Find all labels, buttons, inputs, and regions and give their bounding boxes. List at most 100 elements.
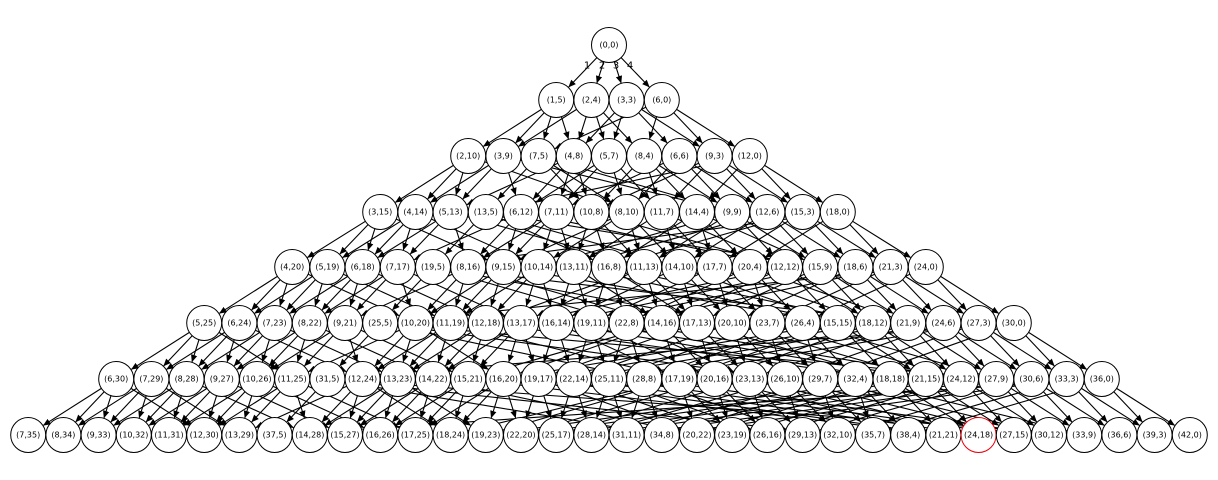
edge-arrow: [781, 220, 841, 258]
edge-arrow: [394, 387, 454, 426]
edge-arrow: [1010, 387, 1070, 426]
tree-node: (15,15): [819, 305, 856, 341]
tree-node: (12,30): [186, 417, 223, 453]
edge-arrow: [631, 339, 640, 363]
node-label: (10,26): [242, 375, 271, 384]
node-label: (15,21): [454, 375, 483, 384]
edge-arrow: [1045, 387, 1105, 426]
edge-arrow: [553, 220, 613, 258]
tree-node: (13,17): [503, 305, 539, 341]
edge-arrow: [394, 164, 454, 203]
tree-node: (19,11): [573, 305, 610, 341]
node-label: (19,11): [577, 319, 606, 328]
edge-arrow: [532, 168, 563, 200]
node-label: (7,29): [139, 375, 163, 384]
tree-node: (9,15): [485, 249, 522, 285]
edge-arrow: [502, 159, 733, 210]
edge-arrow: [673, 168, 703, 200]
tree-node: (4,20): [274, 249, 311, 285]
edge-arrow: [508, 395, 517, 419]
tree-node: (11,13): [626, 249, 663, 285]
tree-node: (8,28): [168, 361, 205, 397]
node-circle: [643, 82, 680, 118]
node-circle: [1083, 361, 1120, 397]
node-label: (15,27): [330, 431, 359, 440]
node-label: (6,18): [351, 263, 375, 272]
edge-arrow: [218, 275, 278, 314]
tree-node: (32,4): [837, 361, 874, 397]
node-label: (15,3): [791, 208, 815, 217]
node-label: (24,0): [914, 263, 938, 272]
tree-node: (6,6): [661, 138, 698, 174]
tree-node: (18,6): [837, 249, 874, 285]
edge-arrow: [166, 331, 225, 370]
edge-arrow: [596, 228, 605, 251]
edge-arrow: [430, 387, 489, 426]
node-label: (10,32): [119, 431, 148, 440]
edge-arrow: [596, 339, 605, 363]
node-label: (22,8): [615, 319, 639, 328]
tree-node: (32,10): [819, 417, 856, 453]
edge-label-4: 4: [627, 61, 633, 72]
node-label: (29,13): [788, 431, 817, 440]
node-label: (2,10): [456, 152, 480, 161]
edge-arrow: [1113, 391, 1143, 423]
edge-arrow: [972, 391, 1002, 423]
edge-arrow: [444, 335, 475, 367]
edge-arrow: [356, 279, 387, 311]
node-label: (16,8): [597, 263, 621, 272]
node-label: (17,25): [401, 431, 430, 440]
edge-arrow: [543, 283, 552, 307]
edge-arrow: [613, 116, 622, 140]
edge-arrow: [525, 283, 534, 307]
node-label: (16,26): [366, 431, 395, 440]
edge-arrow: [729, 220, 789, 258]
edge-arrow: [608, 270, 839, 321]
tree-node: (13,5): [467, 194, 504, 230]
node-label: (16,20): [489, 375, 518, 384]
edge-arrow: [42, 387, 102, 426]
tree-node: (2,4): [573, 82, 610, 118]
edge-arrow: [216, 391, 246, 423]
tree-node: (8,10): [608, 194, 645, 230]
tree-node: (26,16): [749, 417, 786, 453]
node-label: (39,3): [1143, 431, 1167, 440]
edge-arrow: [480, 224, 510, 255]
node-label: (13,29): [225, 431, 254, 440]
edge-arrow: [304, 335, 334, 367]
edge-arrow: [726, 391, 756, 423]
edge-arrow: [957, 331, 1017, 370]
node-label: (13,5): [474, 208, 498, 217]
node-label: (21,21): [929, 431, 958, 440]
edge-arrow: [543, 339, 552, 363]
edge-arrow: [543, 228, 552, 251]
edge-arrow: [462, 168, 492, 200]
node-label: (7,11): [544, 208, 568, 217]
tree-node: (27,3): [960, 305, 997, 341]
edge-arrow: [430, 275, 489, 314]
node-label: (12,0): [738, 152, 762, 161]
edge-arrow: [377, 220, 437, 258]
tree-node: (37,5): [256, 417, 293, 453]
node-label: (28,8): [632, 375, 656, 384]
node-label: (6,6): [670, 152, 689, 161]
tree-node: (24,6): [925, 305, 962, 341]
edge-arrow: [940, 275, 1000, 314]
tree-node: (18,12): [855, 305, 891, 341]
tree-node: (6,0): [643, 82, 680, 118]
node-label: (29,7): [808, 375, 832, 384]
tree-node: (17,7): [696, 249, 733, 285]
edge-arrow: [515, 224, 545, 255]
tree-node: (14,22): [415, 361, 451, 397]
edge-arrow: [1078, 391, 1108, 423]
edge-arrow: [377, 331, 437, 370]
tree-node: (33,3): [1048, 361, 1085, 397]
node-label: (11,31): [154, 431, 183, 440]
edge-arrow: [462, 391, 492, 423]
tree-node: (8,16): [450, 249, 487, 285]
node-label: (22,14): [559, 375, 588, 384]
tree-node: (2,10): [450, 138, 487, 174]
edge-arrow: [643, 270, 874, 321]
tree-node: (6,24): [221, 305, 258, 341]
edge-arrow: [937, 391, 967, 423]
